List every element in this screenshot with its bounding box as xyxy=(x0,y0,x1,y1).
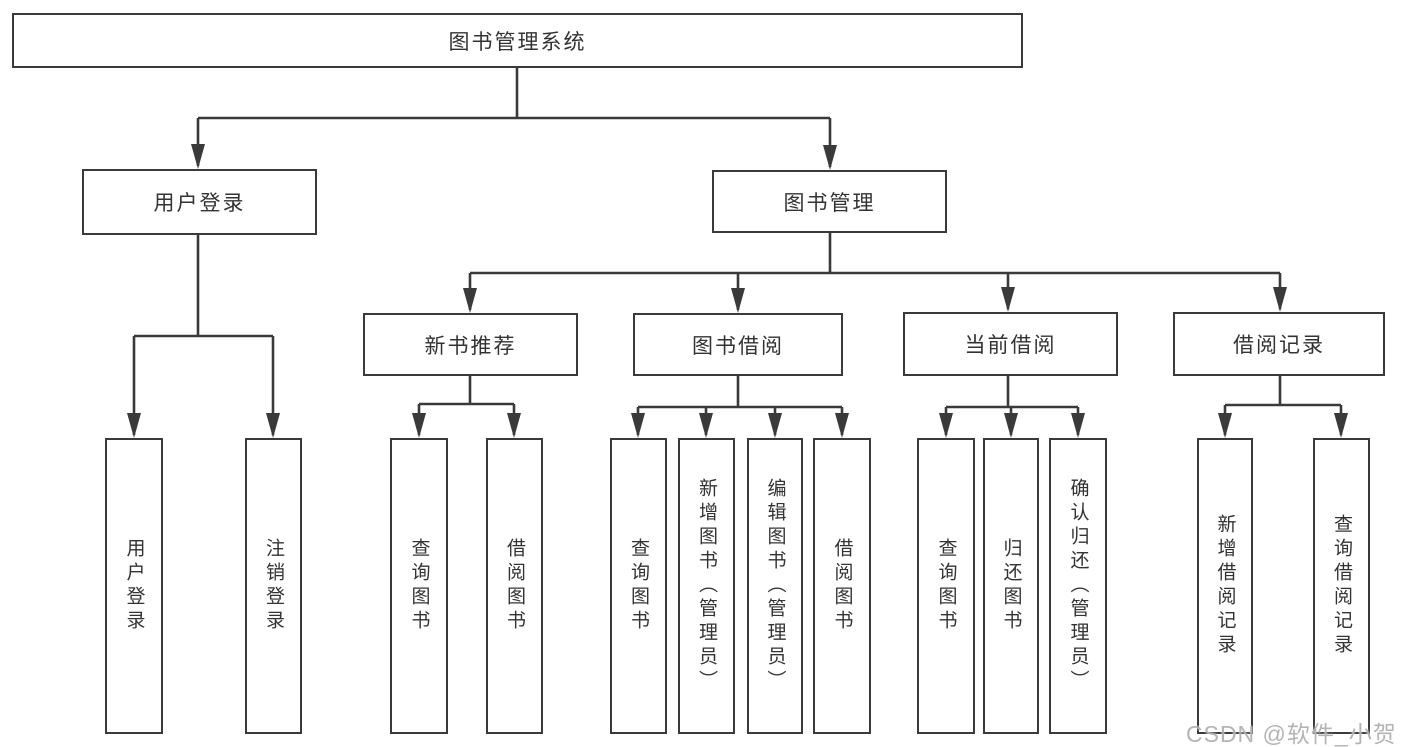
node-new-book-recommendation: 新书推荐 xyxy=(363,313,578,376)
node-library-management-system: 图书管理系统 xyxy=(12,13,1023,68)
node-user-login-branch: 用户登录 xyxy=(82,169,317,235)
csdn-watermark: CSDN @软件_小贺同学 xyxy=(1186,721,1397,747)
leaf-borrow-books-2: 借阅图书 xyxy=(813,438,871,734)
leaf-query-books-1: 查询图书 xyxy=(390,438,448,734)
leaf-user-login: 用户登录 xyxy=(105,438,163,734)
leaf-logout: 注销登录 xyxy=(245,438,302,734)
node-current-borrowing: 当前借阅 xyxy=(903,312,1118,376)
leaf-query-books-2: 查询图书 xyxy=(610,438,667,734)
leaf-add-borrow-record: 新增借阅记录 xyxy=(1197,438,1253,734)
leaf-edit-books-admin: 编辑图书（管理员） xyxy=(747,438,803,734)
leaf-add-books-admin: 新增图书（管理员） xyxy=(678,438,735,734)
node-book-borrowing: 图书借阅 xyxy=(633,313,843,376)
node-book-management: 图书管理 xyxy=(712,170,947,233)
leaf-query-borrow-record: 查询借阅记录 xyxy=(1313,438,1370,734)
leaf-confirm-return-admin: 确认归还（管理员） xyxy=(1049,438,1107,734)
leaf-borrow-books-1: 借阅图书 xyxy=(486,438,543,734)
leaf-query-books-3: 查询图书 xyxy=(917,438,975,734)
leaf-return-books: 归还图书 xyxy=(983,438,1039,734)
node-borrowing-records: 借阅记录 xyxy=(1173,312,1385,376)
